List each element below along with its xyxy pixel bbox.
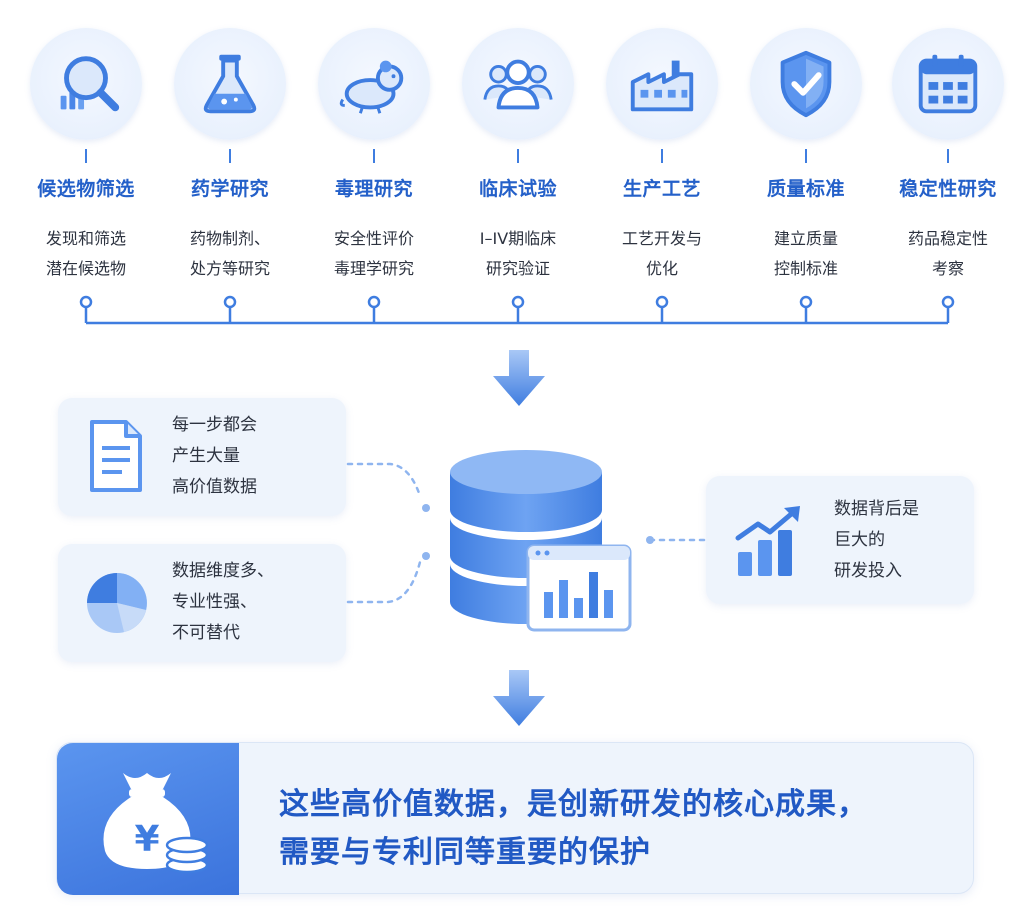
stage-quality-standard: 质量标准 建立质量 控制标准 [742,28,870,328]
stage-title: 毒理研究 [334,178,413,200]
shield-check-icon [780,50,832,118]
stage-description: 药物制剂、 处方等研究 [189,229,270,278]
stage-description: 安全性评价 毒理学研究 [333,229,414,278]
stage-description: 工艺开发与 优化 [621,229,702,278]
card-text: 数据维度多、 专业性强、 不可替代 [172,561,274,643]
card-text: 数据背后是 巨大的 研发投入 [834,499,919,581]
stage-icon-circle [606,28,718,140]
stage-title: 候选物筛选 [37,178,135,200]
stage-icon-circle [318,28,430,140]
stage-pharmaceutical-research: 药学研究 药物制剂、 处方等研究 [166,28,294,328]
banner-line-2: 需要与专利同等重要的保护 [279,835,651,870]
database-icon [450,450,632,632]
stage-tick [661,149,663,163]
svg-text:¥: ¥ [134,819,159,860]
stage-title: 质量标准 [766,178,845,200]
stage-icon-circle [30,28,142,140]
down-arrow-icon [493,670,545,726]
card-investment: 数据背后是 巨大的 研发投入 [706,476,974,604]
stage-candidate-screening: 候选物筛选 发现和筛选 潜在候选物 [22,28,150,328]
banner-icon-badge: ¥ [57,743,239,895]
stage-description: 建立质量 控制标准 [773,229,838,278]
stage-tick [85,149,87,163]
stage-production-process: 生产工艺 工艺开发与 优化 [598,28,726,328]
down-arrow-icon [493,350,545,406]
money-bag-icon: ¥ [103,773,209,874]
stage-title: 稳定性研究 [899,178,997,200]
document-icon [90,420,142,492]
card-data-dimension: 数据维度多、 专业性强、 不可替代 [58,544,346,662]
stage-title: 药学研究 [190,178,269,200]
stage-clinical-trial: 临床试验 I–IV期临床 研究验证 [454,28,582,328]
stage-tick [373,149,375,163]
stage-stability-research: 稳定性研究 药品稳定性 考察 [884,28,1012,328]
card-text: 每一步都会 产生大量 高价值数据 [172,415,257,497]
stage-tick [229,149,231,163]
card-data-volume: 每一步都会 产生大量 高价值数据 [58,398,346,516]
growth-chart-icon [735,506,800,576]
people-group-icon [483,59,553,110]
stage-toxicology: 毒理研究 安全性评价 毒理学研究 [310,28,438,328]
stage-description: 发现和筛选 潜在候选物 [45,229,126,278]
calendar-icon [918,54,978,114]
stage-description: I–IV期临床 研究验证 [479,229,557,278]
stage-icon-circle [462,28,574,140]
stage-title: 生产工艺 [622,178,701,200]
stage-icon-circle [174,28,286,140]
stage-tick [947,149,949,163]
flask-icon [203,54,257,114]
conclusion-banner: ¥ 这些高价值数据，是创新研发的核心成果， 需要与专利同等重要的保护 [56,742,974,895]
mouse-icon [339,60,404,114]
stage-icon-circle [750,28,862,140]
stage-tick [517,149,519,163]
stage-icon-circle [892,28,1004,140]
stage-tick [805,149,807,163]
factory-icon [630,60,694,112]
stage-title: 临床试验 [478,178,557,200]
timeline-connector [79,295,955,325]
stage-description: 药品稳定性 考察 [907,229,988,278]
banner-line-1: 这些高价值数据，是创新研发的核心成果， [279,787,868,822]
pie-chart-icon [87,573,147,633]
magnifier-chart-icon [60,56,120,112]
